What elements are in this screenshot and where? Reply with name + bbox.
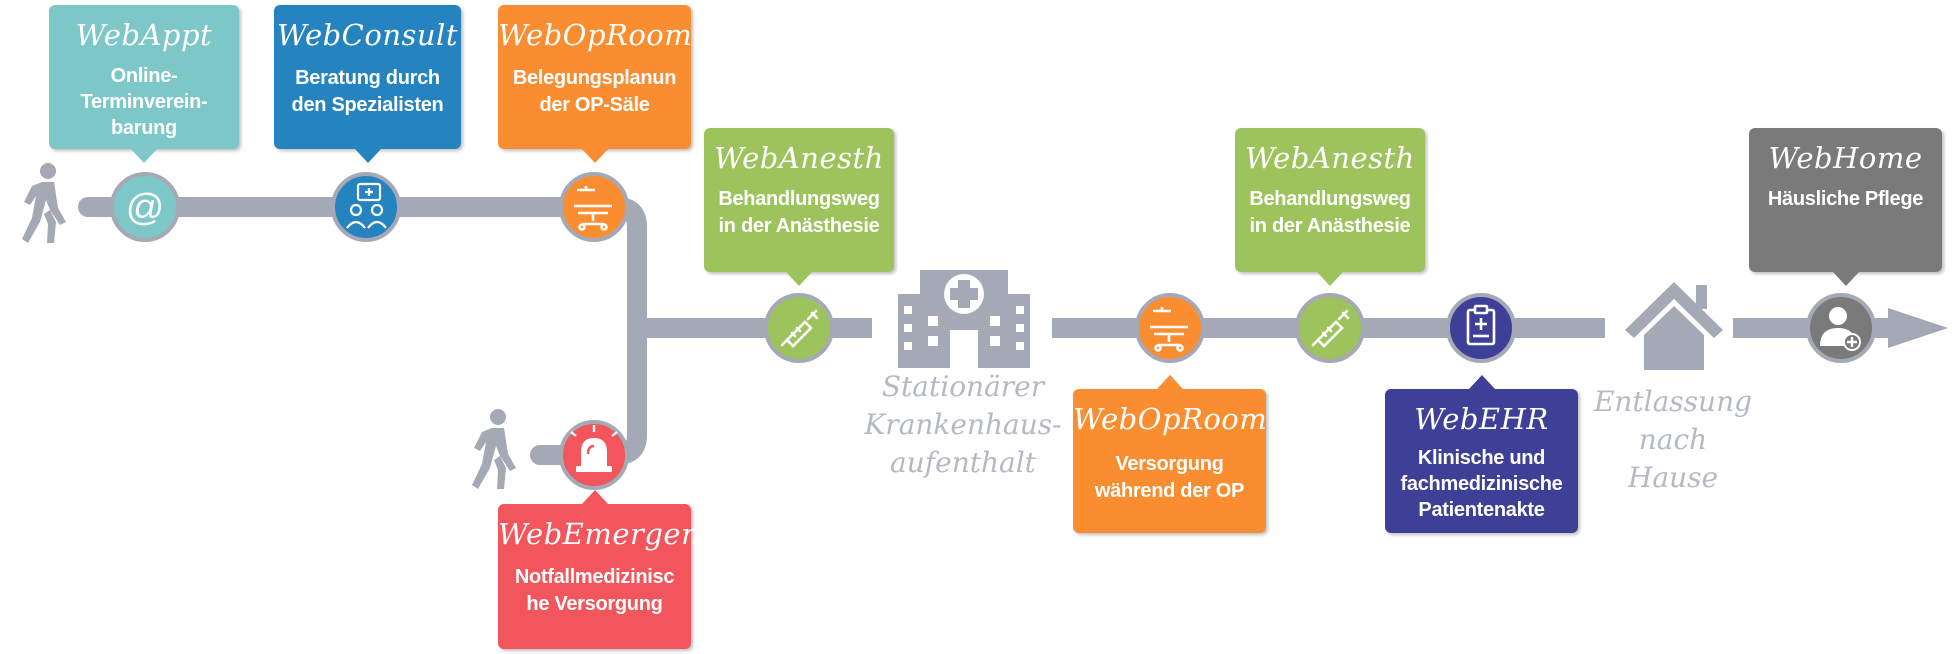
card-description: Häusliche Pflege bbox=[1767, 188, 1924, 210]
at-icon: @ bbox=[126, 187, 165, 229]
card-webemergency: WebEmergency Notfallmedizinisc he Versor… bbox=[498, 490, 734, 649]
operating-bed-icon bbox=[1150, 307, 1188, 352]
card-description: Versorgung während der OP bbox=[1094, 453, 1245, 502]
walking-person-icon bbox=[472, 409, 516, 489]
card-description: Belegungsplanun der OP-Säle bbox=[512, 67, 677, 116]
syringe-icon bbox=[1311, 309, 1350, 348]
card-description: Beratung durch den Spezialisten bbox=[291, 67, 444, 116]
card-webappt: WebAppt Online- Terminverein- barung bbox=[49, 5, 239, 163]
path-arrowhead bbox=[1888, 308, 1948, 348]
hospital-building-icon bbox=[898, 270, 1030, 368]
card-webehr: WebEHR Klinische und fachmedizinische Pa… bbox=[1385, 375, 1578, 533]
card-webhome: WebHome Häusliche Pflege bbox=[1749, 128, 1942, 286]
card-title: WebAnesth bbox=[1245, 141, 1415, 175]
card-description: Notfallmedizinisc he Versorgung bbox=[514, 566, 675, 615]
card-webconsult: WebConsult Beratung durch den Spezialist… bbox=[274, 5, 461, 163]
node-or-bed-1 bbox=[559, 172, 629, 242]
node-siren bbox=[559, 420, 629, 490]
card-title: WebHome bbox=[1768, 141, 1923, 175]
walking-person-icon bbox=[22, 163, 66, 243]
card-title: WebOpRoom bbox=[1073, 402, 1268, 436]
card-description: Behandlungsweg in der Anästhesie bbox=[1249, 188, 1411, 237]
card-title: WebConsult bbox=[277, 18, 458, 52]
operating-bed-icon bbox=[574, 186, 612, 231]
caregiver-icon bbox=[1820, 307, 1861, 351]
card-description: Online- Terminverein- barung bbox=[80, 65, 208, 139]
node-clipboard bbox=[1446, 293, 1516, 363]
card-title: WebAppt bbox=[75, 18, 213, 52]
card-title: WebEmergency bbox=[498, 517, 734, 551]
consultation-icon bbox=[346, 182, 387, 229]
card-description: Klinische und fachmedizinische Patienten… bbox=[1400, 447, 1563, 521]
card-webanesth-1: WebAnesth Behandlungsweg in der Anästhes… bbox=[704, 128, 894, 286]
siren-icon bbox=[570, 425, 618, 472]
node-syringe-2 bbox=[1295, 293, 1365, 363]
card-webop-planning: WebOpRoom Belegungsplanun der OP-Säle bbox=[498, 5, 693, 163]
node-consult bbox=[331, 172, 401, 242]
stage-label-discharge: Entlassung nach Hause bbox=[1593, 385, 1753, 494]
node-caregiver bbox=[1806, 293, 1876, 363]
card-webanesth-2: WebAnesth Behandlungsweg in der Anästhes… bbox=[1235, 128, 1425, 286]
node-syringe-1 bbox=[764, 293, 834, 363]
syringe-icon bbox=[780, 309, 819, 348]
card-description: Behandlungsweg in der Anästhesie bbox=[718, 188, 880, 237]
node-or-bed-2 bbox=[1135, 293, 1205, 363]
path-top bbox=[78, 197, 647, 465]
house-icon bbox=[1625, 282, 1723, 370]
card-webop-surgery: WebOpRoom Versorgung während der OP bbox=[1073, 375, 1268, 533]
node-at: @ bbox=[110, 172, 180, 242]
clipboard-icon bbox=[1466, 304, 1496, 346]
card-title: WebAnesth bbox=[714, 141, 884, 175]
card-title: WebEHR bbox=[1414, 402, 1549, 436]
card-title: WebOpRoom bbox=[498, 18, 693, 52]
stage-label-hospital: Stationärer Krankenhaus- aufenthalt bbox=[864, 370, 1062, 479]
